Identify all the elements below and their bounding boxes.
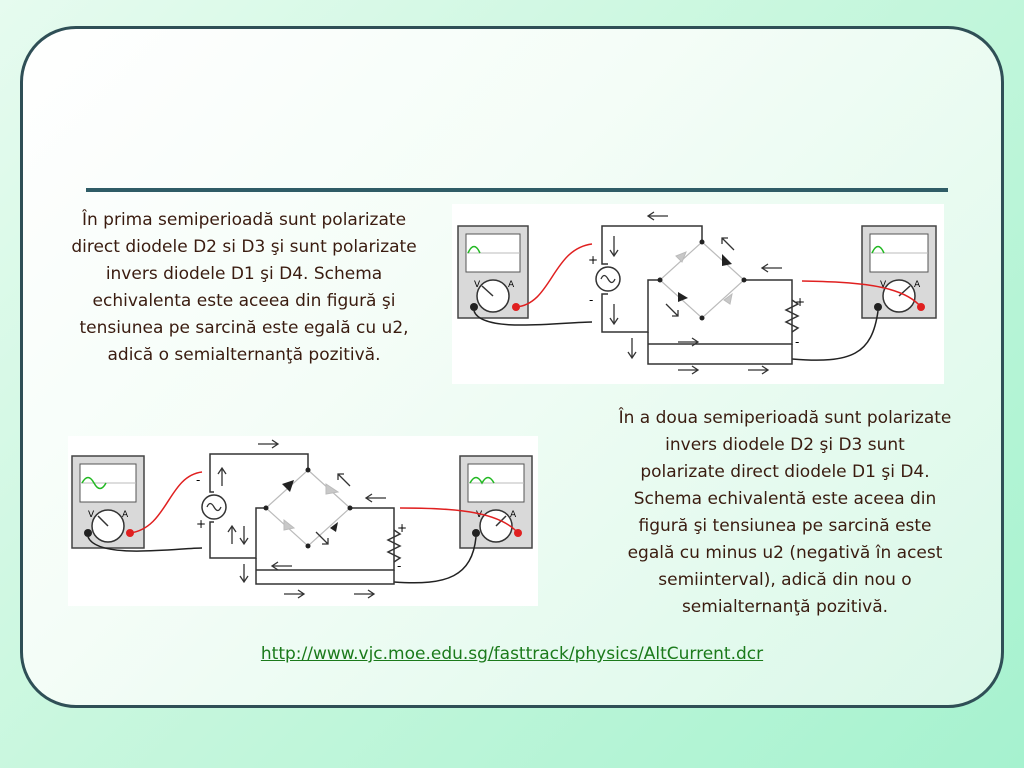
- meter-v-label: V: [88, 510, 95, 520]
- current-direction-arrows: [609, 211, 782, 375]
- circuit-wires: [601, 225, 793, 365]
- source-plus-label: +: [588, 253, 598, 267]
- source-url-link[interactable]: http://www.vjc.moe.edu.sg/fasttrack/phys…: [260, 644, 764, 664]
- text-line: polarizate direct diodele D1 şi D4.: [640, 462, 930, 482]
- text-line: echivalenta este aceea din figură şi: [92, 291, 396, 311]
- meter-a-label: A: [122, 510, 129, 520]
- source-minus-label: -: [196, 473, 200, 487]
- ac-source: - +: [196, 473, 227, 531]
- source-plus-label: +: [196, 517, 206, 531]
- red-probe-wire-right: [399, 507, 519, 534]
- black-probe-wire-left: [87, 536, 203, 552]
- black-probe-wire-right: [791, 310, 879, 361]
- oscilloscope-meter-left: V A: [457, 225, 529, 319]
- load-minus-label: -: [397, 559, 401, 573]
- text-line: În a doua semiperioadă sunt polarizate: [618, 408, 952, 428]
- text-line: figură şi tensiunea pe sarcină este: [638, 516, 932, 536]
- title-divider: [86, 188, 948, 192]
- load-plus-label: +: [397, 521, 407, 535]
- description-second-half-period: În a doua semiperioadă sunt polarizate i…: [590, 405, 980, 621]
- circuit-wires: [209, 453, 395, 585]
- oscilloscope-meter-left: V A: [71, 455, 145, 549]
- red-probe-wire-right: [801, 280, 922, 308]
- text-line: invers diodele D1 şi D4. Schema: [105, 264, 383, 284]
- black-probe-wire-left: [473, 310, 593, 326]
- oscilloscope-meter-right: V A: [861, 225, 937, 319]
- text-line: invers diodele D2 şi D3 sunt: [665, 435, 905, 455]
- text-line: În prima semiperioadă sunt polarizate: [81, 210, 407, 230]
- red-probe-wire-left: [515, 243, 593, 308]
- text-line: adică o semialternanţă pozitivă.: [107, 345, 381, 365]
- text-line: semiinterval), adică din nou o: [658, 570, 912, 590]
- source-minus-label: -: [589, 293, 593, 307]
- diode-bridge: [657, 239, 747, 321]
- meter-a-label: A: [510, 510, 517, 520]
- meter-a-label: A: [508, 280, 515, 290]
- bridge-rectifier-diagram-2: V A V A - +: [71, 439, 533, 599]
- load-resistor: + -: [386, 521, 407, 573]
- meter-v-label: V: [476, 510, 483, 520]
- text-line: egală cu minus u2 (negativă în acest: [627, 543, 943, 563]
- text-line: tensiunea pe sarcină este egală cu u2,: [79, 318, 409, 338]
- ac-source: + -: [588, 253, 621, 307]
- load-plus-label: +: [795, 295, 805, 309]
- load-resistor: + -: [784, 295, 805, 349]
- bridge-rectifier-diagram-1: V A V A + -: [457, 211, 937, 375]
- meter-v-label: V: [880, 280, 887, 290]
- current-direction-arrows: [217, 439, 386, 599]
- diode-bridge: [263, 467, 353, 549]
- oscilloscope-meter-right: V A: [459, 455, 533, 549]
- circuit-diagram-first-half: V A V A + -: [452, 204, 944, 384]
- text-line: semialternanţă pozitivă.: [681, 597, 889, 617]
- text-line: direct diodele D2 si D3 şi sunt polariza…: [71, 237, 417, 257]
- load-minus-label: -: [795, 335, 799, 349]
- black-probe-wire-right: [393, 536, 477, 584]
- meter-v-label: V: [474, 280, 481, 290]
- description-first-half-period: În prima semiperioadă sunt polarizate di…: [44, 207, 444, 369]
- red-probe-wire-left: [129, 471, 203, 534]
- circuit-diagram-second-half: V A V A - +: [68, 436, 538, 606]
- text-line: Schema echivalentă este aceea din: [633, 489, 937, 509]
- meter-a-label: A: [914, 280, 921, 290]
